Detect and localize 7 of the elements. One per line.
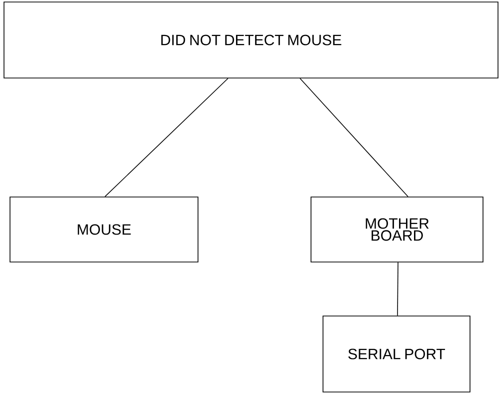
text-box: MOUSE <box>10 196 198 262</box>
connector-line <box>397 262 398 316</box>
connector-line <box>300 78 408 197</box>
text-box: MOTHER BOARD <box>310 196 484 262</box>
text-box: DID NOT DETECT MOUSE <box>4 2 498 78</box>
connector-line <box>104 78 228 197</box>
text-box: SERIAL PORT <box>322 316 470 392</box>
